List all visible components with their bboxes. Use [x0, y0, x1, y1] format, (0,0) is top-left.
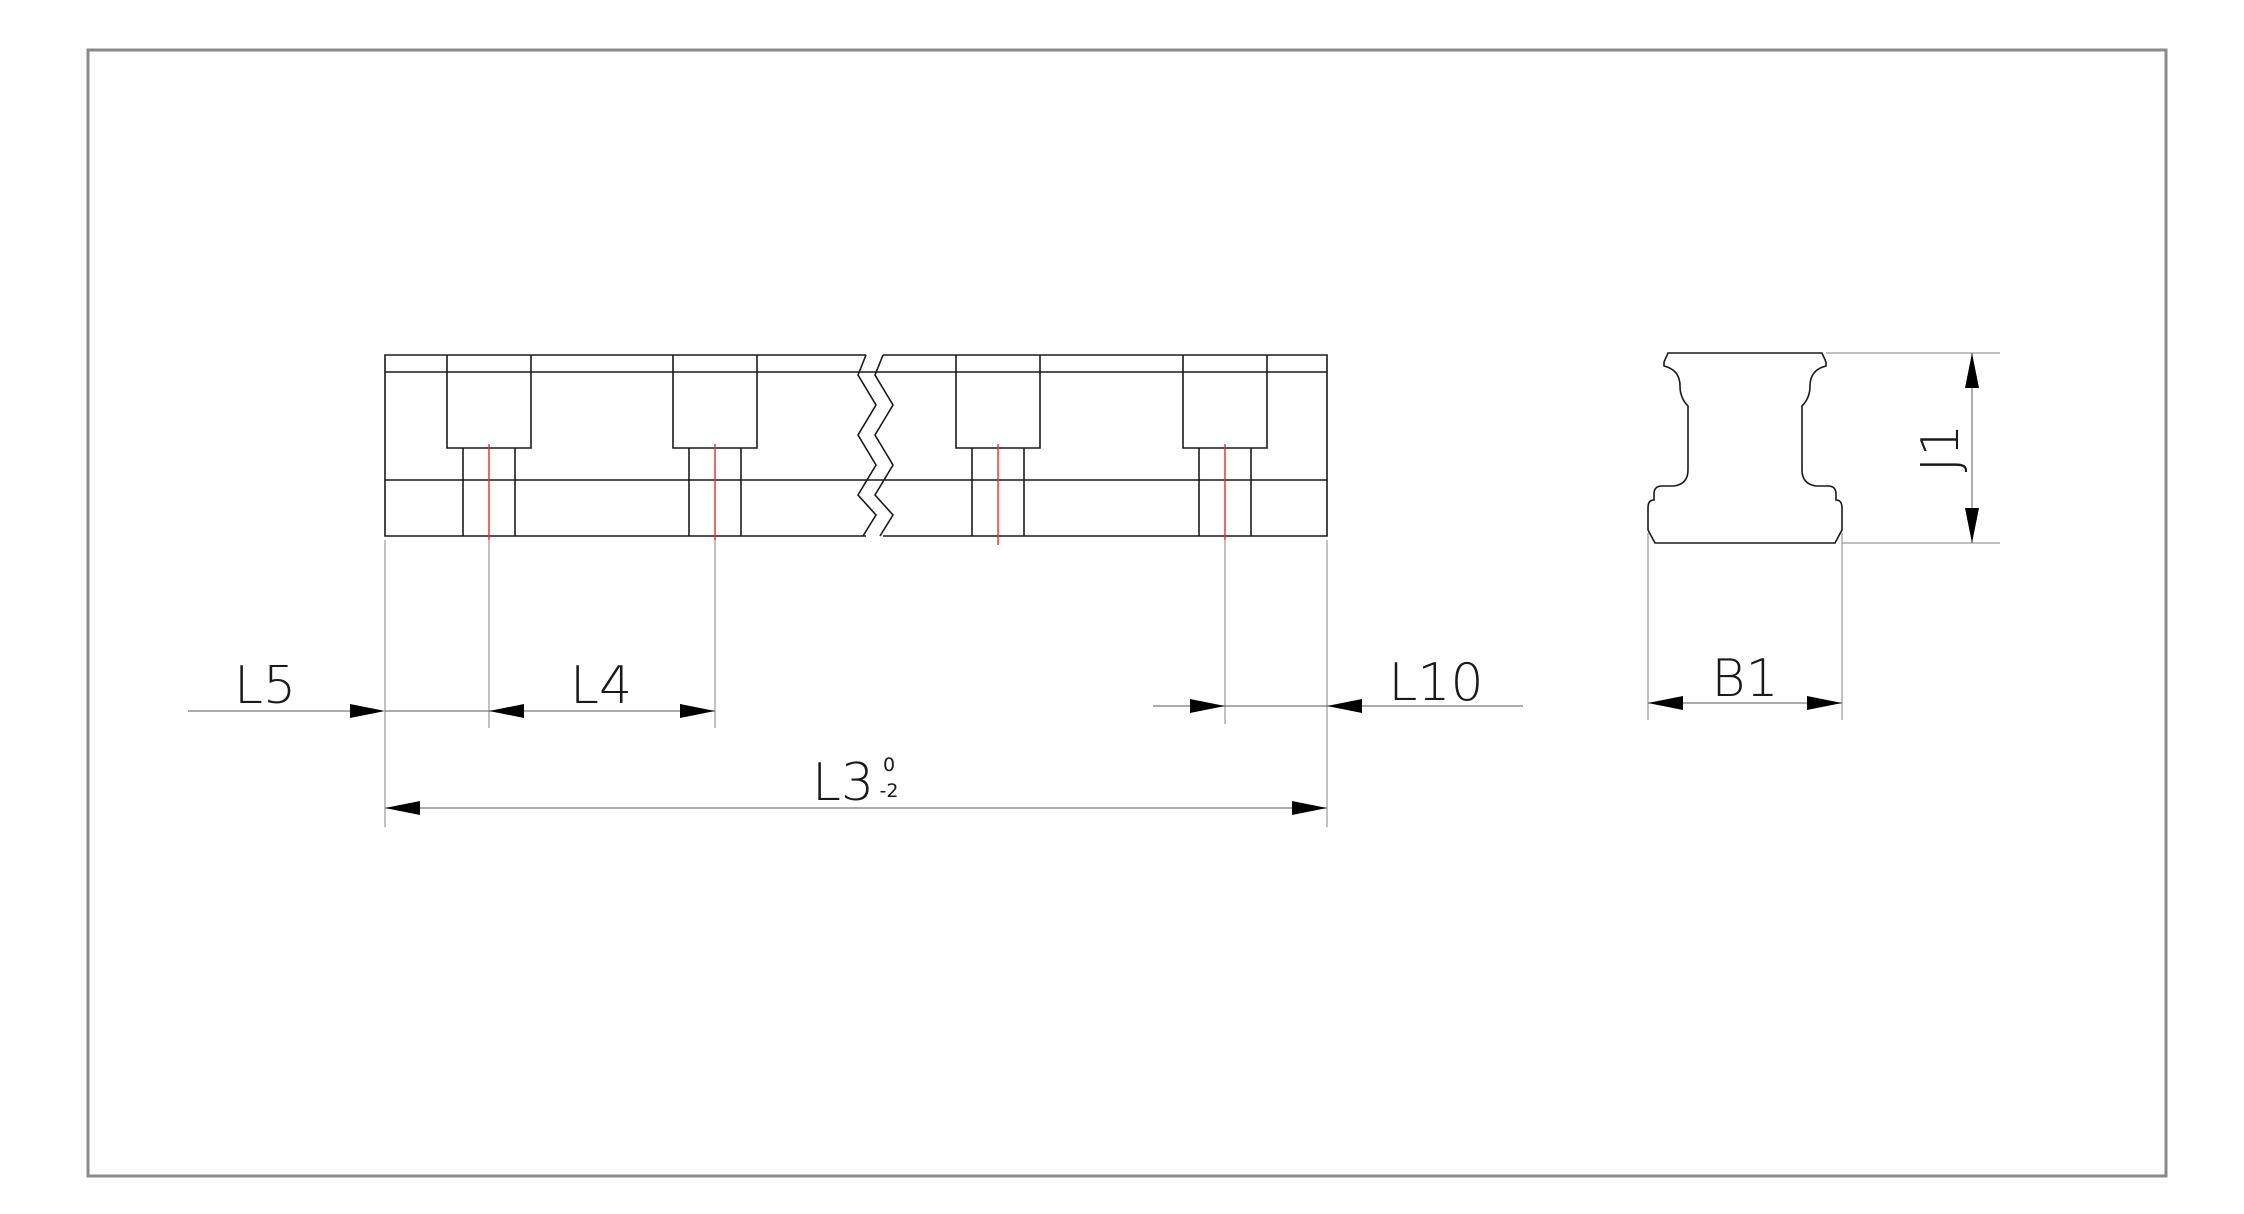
dimension-label-l3: L3 — [812, 753, 874, 813]
arrowhead — [1190, 699, 1225, 713]
dimension-label-l5: L5 — [234, 656, 296, 716]
arrowhead — [1965, 508, 1979, 543]
break-line-left — [857, 354, 877, 537]
arrowhead — [680, 704, 715, 718]
side-view-dimensions: L5 L4 L10 L3 0 -2 — [188, 540, 1523, 827]
dimension-label-l10: L10 — [1388, 653, 1483, 713]
arrowhead — [385, 801, 420, 815]
cross-section-dimensions: J1 B1 — [1647, 352, 2000, 720]
counterbore-hole — [1182, 355, 1268, 540]
dimension-label-b1: B1 — [1711, 649, 1778, 709]
rail-right-section — [883, 354, 1328, 537]
counterbore-hole — [446, 355, 532, 540]
dimension-l5: L5 — [188, 656, 385, 718]
tolerance-upper: 0 — [883, 754, 895, 776]
dimension-label-l4: L4 — [570, 656, 632, 716]
dimension-l10: L10 — [1153, 653, 1523, 713]
tolerance-lower: -2 — [880, 780, 899, 802]
drawing-frame — [86, 48, 2168, 1178]
arrowhead — [1965, 353, 1979, 388]
rail-cross-section — [1647, 352, 1843, 544]
dimension-l3: L3 0 -2 — [385, 753, 1327, 815]
arrowhead — [1807, 696, 1842, 710]
arrowhead — [350, 704, 385, 718]
break-line-right — [874, 354, 894, 537]
dimension-b1: B1 — [1648, 649, 1842, 710]
arrowhead — [1327, 699, 1362, 713]
arrowhead — [1292, 801, 1327, 815]
rail-side-view — [384, 354, 1328, 545]
rail-profile-outline — [1647, 352, 1843, 544]
dimension-l4: L4 — [385, 656, 715, 718]
dimension-label-j1: J1 — [1911, 424, 1971, 472]
dimension-j1: J1 — [1911, 353, 1979, 543]
arrowhead — [489, 704, 524, 718]
counterbore-hole — [672, 355, 758, 540]
rail-left-section — [384, 354, 866, 537]
arrowhead — [1648, 696, 1683, 710]
counterbore-hole — [955, 355, 1041, 545]
